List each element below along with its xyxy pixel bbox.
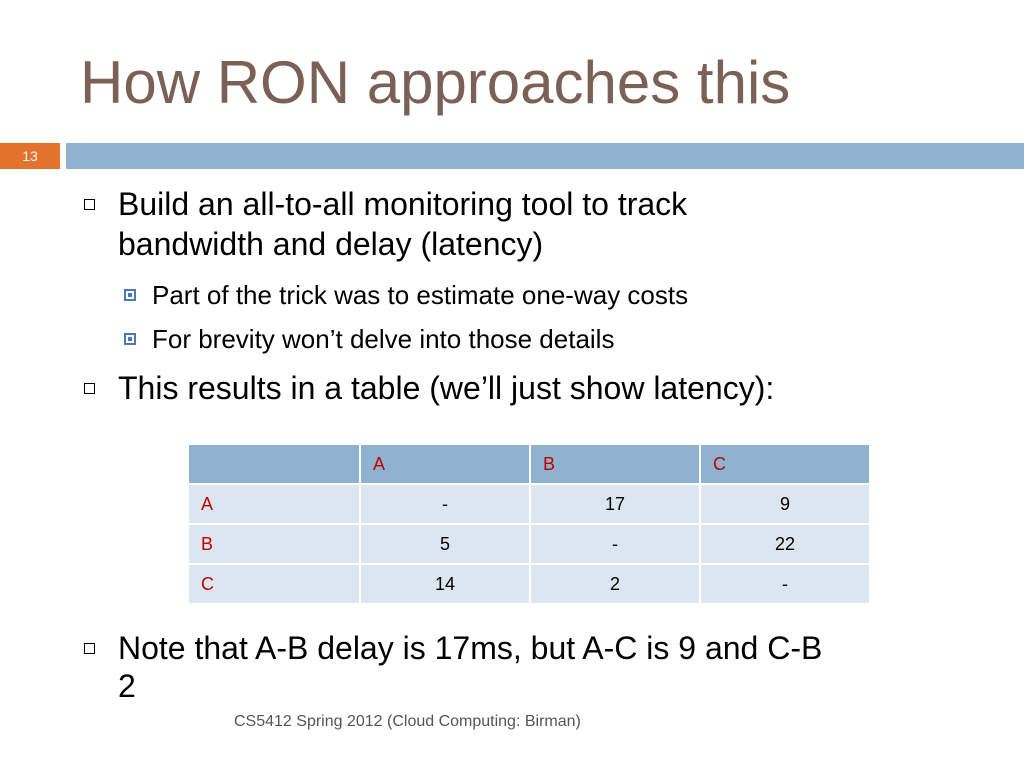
bullet-text: bandwidth and delay (latency) [118,226,544,262]
table-cell: 22 [699,523,871,565]
square-subbullet-icon [124,289,136,301]
table-header-row: A B C [187,443,871,485]
table-cell: - [359,483,531,525]
table-row: A - 17 9 [187,483,871,525]
table-cell: 17 [529,483,701,525]
row-label: A [187,483,361,525]
table-cell: 9 [699,483,871,525]
row-label: C [187,563,361,605]
bullet-text: 2 [118,668,136,704]
table-cell: 2 [529,563,701,605]
bullet-text: Build an all-to-all monitoring tool to t… [118,186,688,222]
table-cell: - [699,563,871,605]
square-subbullet-icon [124,333,136,345]
hollow-square-bullet-icon [84,383,95,394]
table-row: C 14 2 - [187,563,871,605]
table-cell: - [529,523,701,565]
table-cell: 5 [359,523,531,565]
subbullet-text: For brevity won’t delve into those detai… [152,324,615,354]
slide-number: 13 [0,143,60,169]
bullet-text: Note that A-B delay is 17ms, but A-C is … [118,630,823,666]
subbullet-text: Part of the trick was to estimate one-wa… [152,280,689,310]
hollow-square-bullet-icon [84,199,95,210]
bullet-text: This results in a table (we’ll just show… [118,370,775,406]
table-cell: 14 [359,563,531,605]
header-cell [187,443,361,485]
header-cell: A [359,443,531,485]
header-band [66,143,1024,169]
latency-table: A B C A - 17 9 B 5 - 22 C 14 2 - [187,443,871,605]
table-row: B 5 - 22 [187,523,871,565]
slide-footer: CS5412 Spring 2012 (Cloud Computing: Bir… [234,713,581,730]
slide-title: How RON approaches this [80,49,791,116]
row-label: B [187,523,361,565]
header-cell: B [529,443,701,485]
hollow-square-bullet-icon [84,643,95,654]
header-cell: C [699,443,871,485]
